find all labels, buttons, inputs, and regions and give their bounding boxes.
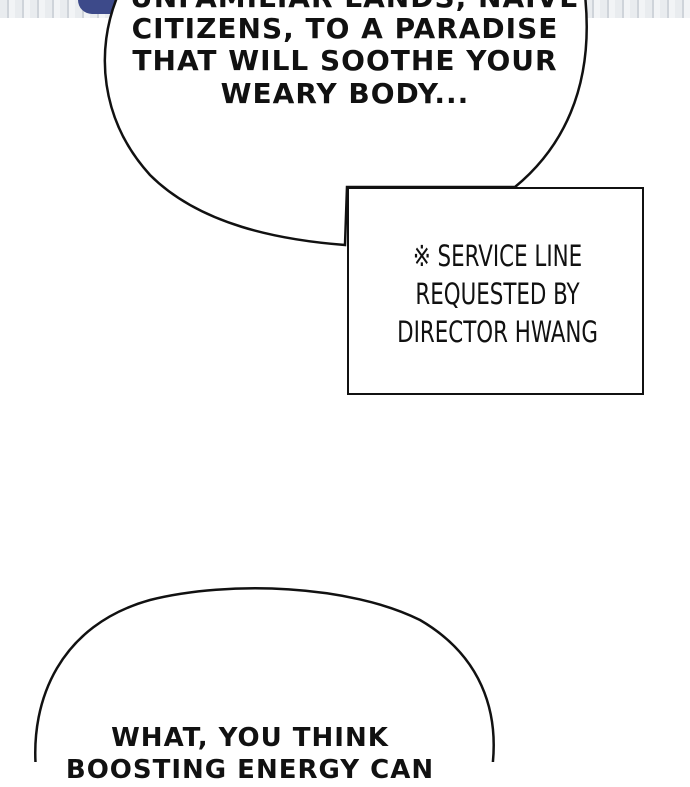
- speech-line: BOOSTING ENERGY CAN: [65, 755, 435, 785]
- speech-line: UNFAMILIAR LANDS, NAIVE: [130, 0, 578, 15]
- speech-line: CITIZENS, TO A PARADISE: [131, 12, 559, 45]
- note-line: REQUESTED BY: [415, 277, 580, 311]
- speech-bubble-bottom-outline: [34, 587, 495, 762]
- note-line: DIRECTOR HWANG: [397, 315, 598, 349]
- speech-line: THAT WILL SOOTHE YOUR: [132, 44, 558, 77]
- note-line: ※ SERVICE LINE: [412, 239, 583, 273]
- translator-note-box: ※ SERVICE LINE REQUESTED BY DIRECTOR HWA…: [347, 187, 644, 395]
- translator-note-text: ※ SERVICE LINE REQUESTED BY DIRECTOR HWA…: [376, 237, 620, 351]
- speech-bubble-shapes: [34, 0, 588, 762]
- speech-line: WEARY BODY...: [220, 77, 470, 110]
- speech-bubble-top-outline: [103, 0, 588, 247]
- speech-line: WHAT, YOU THINK: [111, 723, 389, 753]
